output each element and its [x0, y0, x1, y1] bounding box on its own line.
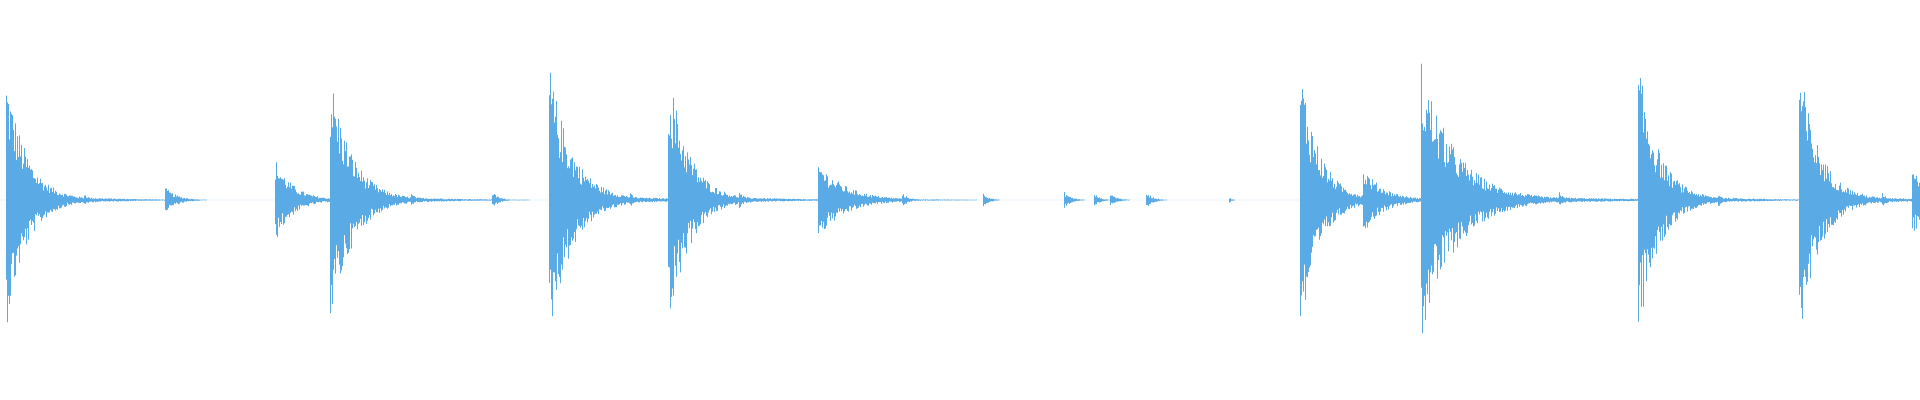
- waveform-path: [6, 63, 1920, 333]
- waveform-peaks: [6, 63, 1920, 333]
